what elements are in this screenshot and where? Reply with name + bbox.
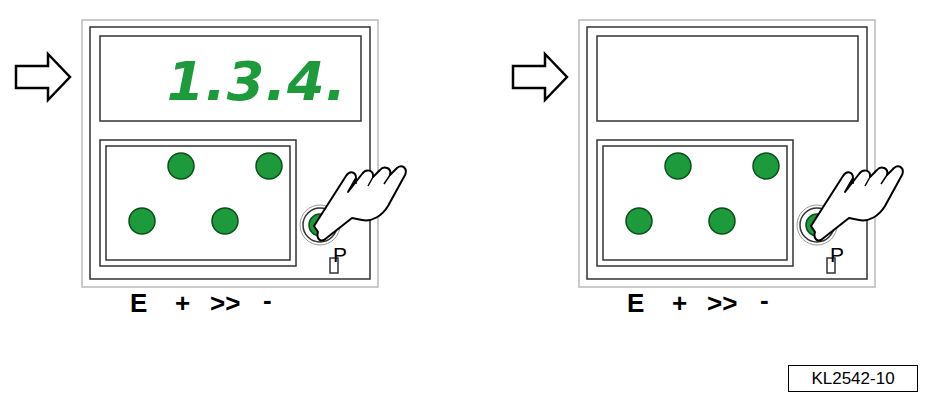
key-label: >> — [707, 290, 737, 316]
display-readout: 1.3.4. — [100, 50, 347, 113]
key-label: - — [760, 287, 769, 313]
key-label: + — [175, 290, 190, 316]
display-window: 1.3.4. — [100, 36, 361, 121]
button-label: P — [830, 244, 844, 265]
button-label: P — [333, 244, 347, 265]
key-label: - — [263, 287, 272, 313]
key-label: E — [130, 290, 147, 316]
key-label: E — [627, 290, 644, 316]
reference-box: KL2542-10 — [788, 365, 918, 392]
key-label: >> — [210, 290, 240, 316]
reference-code: KL2542-10 — [789, 369, 917, 389]
key-label: + — [672, 290, 687, 316]
